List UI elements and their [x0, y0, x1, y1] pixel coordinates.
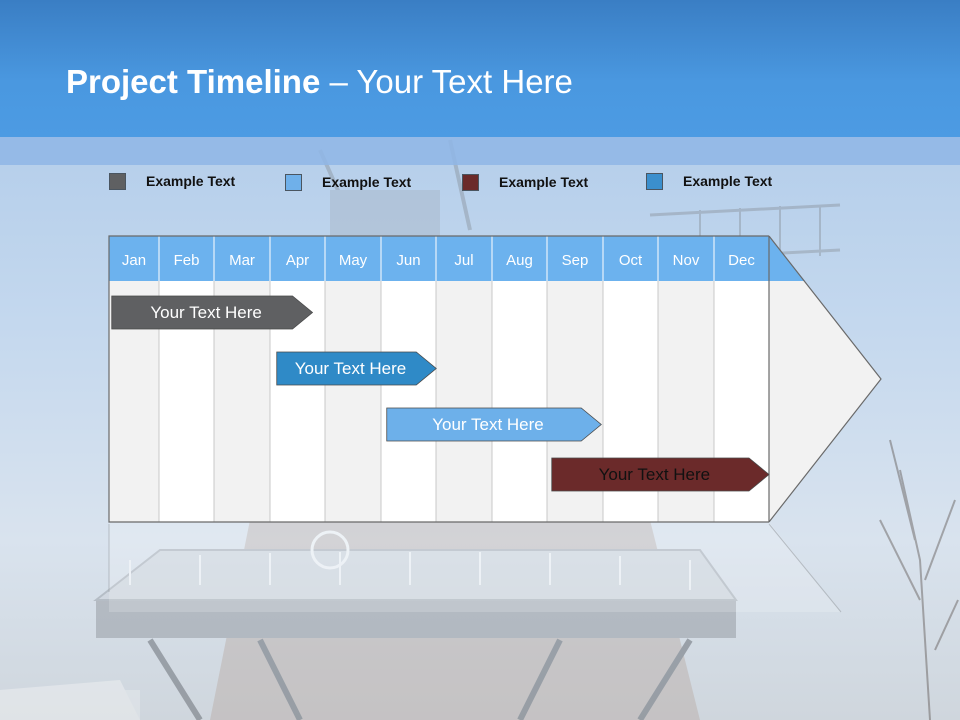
month-label: May — [339, 252, 368, 269]
title-banner-strip — [0, 137, 960, 165]
month-label: Feb — [174, 252, 200, 269]
legend-label: Example Text — [499, 174, 589, 190]
legend-swatch — [109, 172, 126, 190]
legend-swatch — [646, 172, 663, 190]
task-bar-label: Your Text Here — [294, 358, 407, 378]
month-label: Sep — [562, 252, 589, 269]
month-label: Dec — [728, 252, 755, 269]
task-bar — [111, 295, 314, 330]
month-column — [109, 236, 159, 522]
title-banner — [0, 0, 960, 137]
month-header-band — [109, 236, 769, 281]
legend-label: Example Text — [683, 173, 773, 189]
month-label: Jan — [122, 252, 146, 269]
month-column — [214, 236, 270, 522]
legend-swatch — [285, 173, 302, 191]
timeline-reflection — [109, 522, 841, 612]
legend-label: Example Text — [322, 174, 412, 190]
task-bar — [551, 457, 770, 492]
legend-item: Example Text — [646, 171, 772, 191]
month-label: Aug — [506, 252, 533, 269]
timeline-reflection-edge — [768, 523, 842, 613]
legend-item: Example Text — [285, 172, 411, 192]
legend-swatch — [462, 173, 479, 191]
slide-title-rest: – Your Text Here — [320, 63, 573, 100]
month-column — [159, 236, 214, 522]
legend-label: Example Text — [146, 173, 236, 189]
timeline-outline — [108, 235, 769, 523]
month-label: Mar — [229, 252, 255, 269]
slide-title: Project Timeline – Your Text Here — [66, 60, 573, 104]
month-label: Oct — [619, 252, 643, 269]
month-label: Jun — [396, 252, 420, 269]
legend-item: Example Text — [462, 172, 588, 192]
task-bar-label: Your Text Here — [150, 302, 262, 322]
timeline-outline-head — [768, 235, 882, 523]
task-bar-label: Your Text Here — [598, 464, 711, 484]
task-bar — [276, 351, 437, 386]
month-column — [492, 236, 547, 522]
task-bar-label: Your Text Here — [432, 414, 544, 434]
month-label: Apr — [286, 252, 309, 269]
task-bar — [386, 407, 602, 442]
month-label: Jul — [454, 252, 473, 269]
month-column — [436, 236, 492, 522]
legend-item: Example Text — [109, 171, 235, 191]
timeline-arrow-head — [769, 236, 881, 522]
month-label: Nov — [673, 252, 700, 269]
slide-title-bold: Project Timeline — [66, 63, 321, 100]
